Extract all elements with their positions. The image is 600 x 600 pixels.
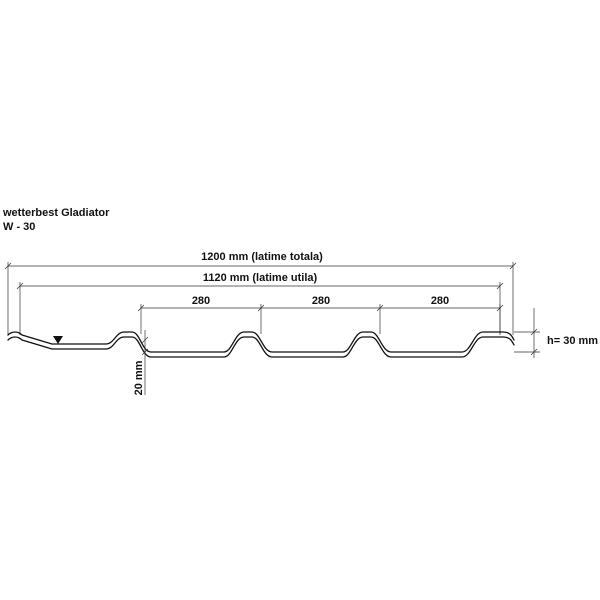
product-name: wetterbest Gladiator bbox=[2, 207, 110, 219]
step-depth-dimension bbox=[141, 330, 149, 395]
useful-width-label: 1120 mm (latime utila) bbox=[203, 272, 318, 284]
tile-profile-inner bbox=[7, 336, 515, 358]
pitch-label-1: 280 bbox=[192, 295, 210, 307]
reference-triangle-icon bbox=[53, 336, 63, 344]
product-code: W - 30 bbox=[3, 221, 35, 233]
tile-profile-outer bbox=[7, 331, 515, 353]
pitch-dimensions bbox=[137, 304, 504, 334]
height-label: h= 30 mm bbox=[547, 335, 598, 347]
pitch-label-2: 280 bbox=[312, 295, 330, 307]
step-depth-label: 20 mm bbox=[133, 360, 145, 395]
useful-width-dimension bbox=[16, 282, 504, 335]
pitch-label-3: 280 bbox=[431, 295, 449, 307]
total-width-label: 1200 mm (latime totala) bbox=[201, 251, 323, 263]
total-width-dimension bbox=[4, 262, 517, 335]
height-dimension bbox=[514, 308, 540, 358]
